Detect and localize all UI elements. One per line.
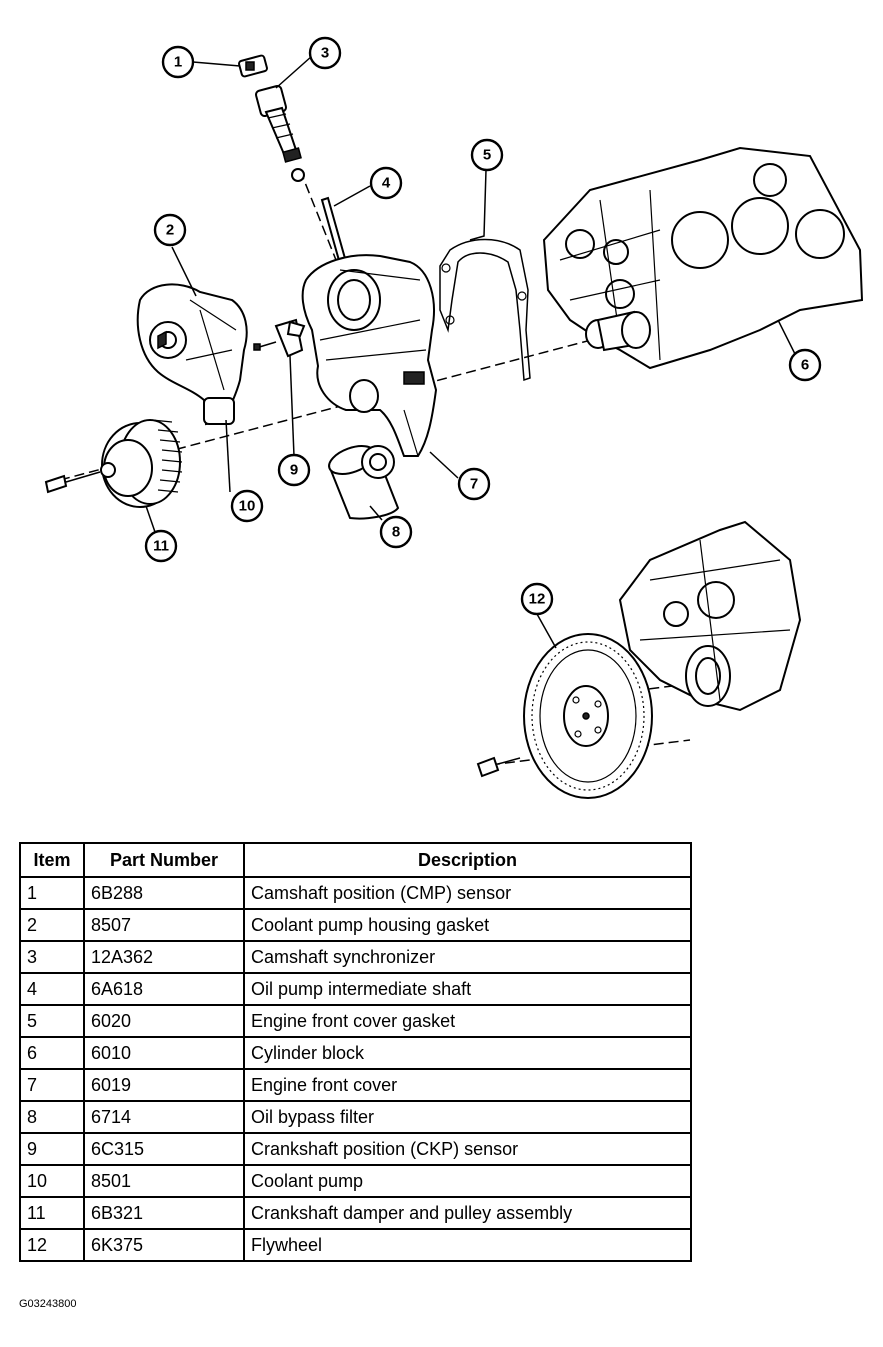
cell-item: 8 <box>19 1100 85 1134</box>
svg-text:10: 10 <box>239 498 256 515</box>
cell-item: 1 <box>19 876 85 910</box>
callout-1: 1 <box>161 45 195 79</box>
header-description: Description <box>243 842 692 878</box>
cell-part-number: 6B321 <box>83 1196 245 1230</box>
cell-part-number: 8501 <box>83 1164 245 1198</box>
callout-9: 9 <box>277 453 311 487</box>
cell-part-number: 12A362 <box>83 940 245 974</box>
engine-front-cover-drawing <box>301 254 438 457</box>
callout-5: 5 <box>470 138 504 172</box>
cmp-sensor-drawing <box>238 54 268 78</box>
cell-item: 10 <box>19 1164 85 1198</box>
engine-front-cover-gasket-drawing <box>439 238 531 382</box>
svg-text:9: 9 <box>290 462 298 479</box>
cell-item: 3 <box>19 940 85 974</box>
cylinder-block-drawing <box>542 146 864 370</box>
cell-part-number: 6019 <box>83 1068 245 1102</box>
callout-8: 8 <box>379 515 413 549</box>
svg-text:4: 4 <box>382 175 391 192</box>
coolant-pump-drawing <box>136 283 248 426</box>
svg-text:1: 1 <box>174 54 182 71</box>
rear-block-drawing <box>618 520 802 712</box>
table-header-row: Item Part Number Description <box>19 842 692 878</box>
flywheel-drawing <box>476 633 653 799</box>
cell-description: Coolant pump housing gasket <box>243 908 692 942</box>
svg-text:2: 2 <box>166 222 174 239</box>
leader-lines <box>145 55 797 649</box>
cell-part-number: 6B288 <box>83 876 245 910</box>
cell-item: 7 <box>19 1068 85 1102</box>
cell-part-number: 6010 <box>83 1036 245 1070</box>
figure-id: G03243800 <box>19 1298 77 1310</box>
callout-11: 11 <box>144 529 178 563</box>
cell-item: 11 <box>19 1196 85 1230</box>
exploded-engine-diagram: 1 2 3 4 5 6 7 8 9 10 11 12 <box>44 36 864 799</box>
flywheel-axis-line <box>489 739 691 766</box>
camshaft-synchronizer-drawing <box>254 84 305 182</box>
cell-description: Crankshaft position (CKP) sensor <box>243 1132 692 1166</box>
oil-bypass-filter-drawing <box>328 445 400 520</box>
cell-part-number: 6714 <box>83 1100 245 1134</box>
svg-text:6: 6 <box>801 357 809 374</box>
cell-item: 9 <box>19 1132 85 1166</box>
cell-item: 6 <box>19 1036 85 1070</box>
header-part-number: Part Number <box>83 842 245 878</box>
svg-text:7: 7 <box>470 476 478 493</box>
svg-text:11: 11 <box>153 538 169 555</box>
ckp-sensor-drawing <box>253 318 306 358</box>
cell-item: 12 <box>19 1228 85 1262</box>
cell-part-number: 6C315 <box>83 1132 245 1166</box>
cell-description: Oil bypass filter <box>243 1100 692 1134</box>
cell-item: 2 <box>19 908 85 942</box>
callout-12: 12 <box>520 582 554 616</box>
svg-text:12: 12 <box>529 591 546 608</box>
svg-text:5: 5 <box>483 147 491 164</box>
cam-sync-axis-line <box>299 169 341 271</box>
cell-description: Camshaft position (CMP) sensor <box>243 876 692 910</box>
svg-text:3: 3 <box>321 45 329 62</box>
cell-description: Camshaft synchronizer <box>243 940 692 974</box>
cell-description: Cylinder block <box>243 1036 692 1070</box>
cell-part-number: 6K375 <box>83 1228 245 1262</box>
cell-item: 4 <box>19 972 85 1006</box>
callout-2: 2 <box>153 213 187 247</box>
cell-item: 5 <box>19 1004 85 1038</box>
cell-description: Engine front cover <box>243 1068 692 1102</box>
callout-3: 3 <box>308 36 342 70</box>
cell-description: Engine front cover gasket <box>243 1004 692 1038</box>
callout-6: 6 <box>788 348 822 382</box>
callout-7: 7 <box>457 467 491 501</box>
cell-description: Crankshaft damper and pulley assembly <box>243 1196 692 1230</box>
cell-description: Oil pump intermediate shaft <box>243 972 692 1006</box>
cell-part-number: 6A618 <box>83 972 245 1006</box>
header-item: Item <box>19 842 85 878</box>
cell-description: Flywheel <box>243 1228 692 1262</box>
callout-10: 10 <box>230 489 264 523</box>
crankshaft-damper-drawing <box>44 419 183 508</box>
cell-description: Coolant pump <box>243 1164 692 1198</box>
cell-part-number: 6020 <box>83 1004 245 1038</box>
svg-text:8: 8 <box>392 524 400 541</box>
cell-part-number: 8507 <box>83 908 245 942</box>
callout-4: 4 <box>369 166 403 200</box>
